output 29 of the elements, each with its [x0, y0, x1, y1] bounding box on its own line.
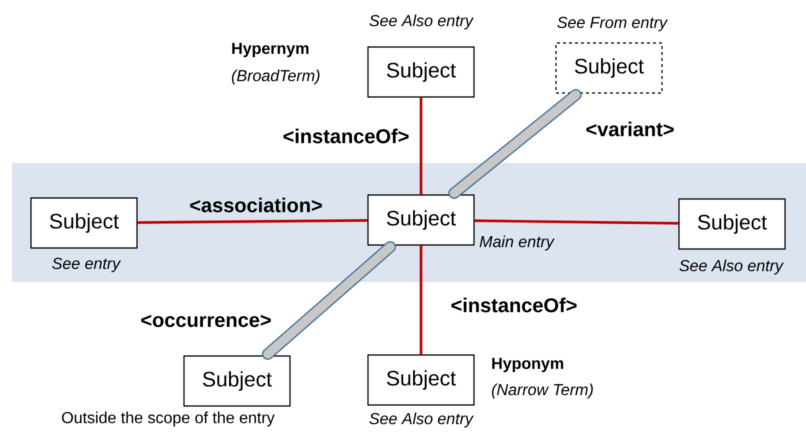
- subject-box: Subject: [367, 46, 475, 98]
- term-heading: Hypernym: [232, 42, 308, 58]
- edge-label: <variant>: [586, 122, 674, 136]
- entry-caption: (Narrow Term): [492, 384, 593, 398]
- connector-line: [420, 98, 422, 194]
- connector-line: [138, 219, 368, 224]
- entry-caption: See Also entry: [369, 14, 474, 30]
- subject-box: Subject: [555, 42, 663, 94]
- edge-label: <instanceOf>: [284, 128, 409, 144]
- connector-line: [420, 246, 422, 354]
- entry-caption: (BroadTerm): [232, 70, 320, 84]
- subject-box: Subject: [678, 198, 786, 250]
- subject-box: Subject: [30, 197, 138, 249]
- subject-box: Subject: [367, 194, 475, 246]
- connector-line: [448, 89, 582, 199]
- entry-caption: See entry: [52, 258, 122, 272]
- entry-caption: Outside the scope of the entry: [62, 412, 275, 426]
- term-heading: Hyponym: [492, 358, 564, 372]
- connector-line: [474, 219, 678, 225]
- entry-caption: Main entry: [480, 236, 555, 250]
- connector-line: [262, 241, 396, 360]
- subject-box: Subject: [367, 354, 475, 406]
- edge-label: <instanceOf>: [452, 298, 577, 312]
- entry-caption: See Also entry: [369, 412, 474, 428]
- edge-label: <occurrence>: [141, 314, 271, 328]
- subject-box: Subject: [183, 355, 291, 407]
- entry-caption: See From entry: [557, 16, 668, 32]
- edge-label: <association>: [190, 198, 322, 212]
- entry-caption: See Also entry: [679, 260, 784, 274]
